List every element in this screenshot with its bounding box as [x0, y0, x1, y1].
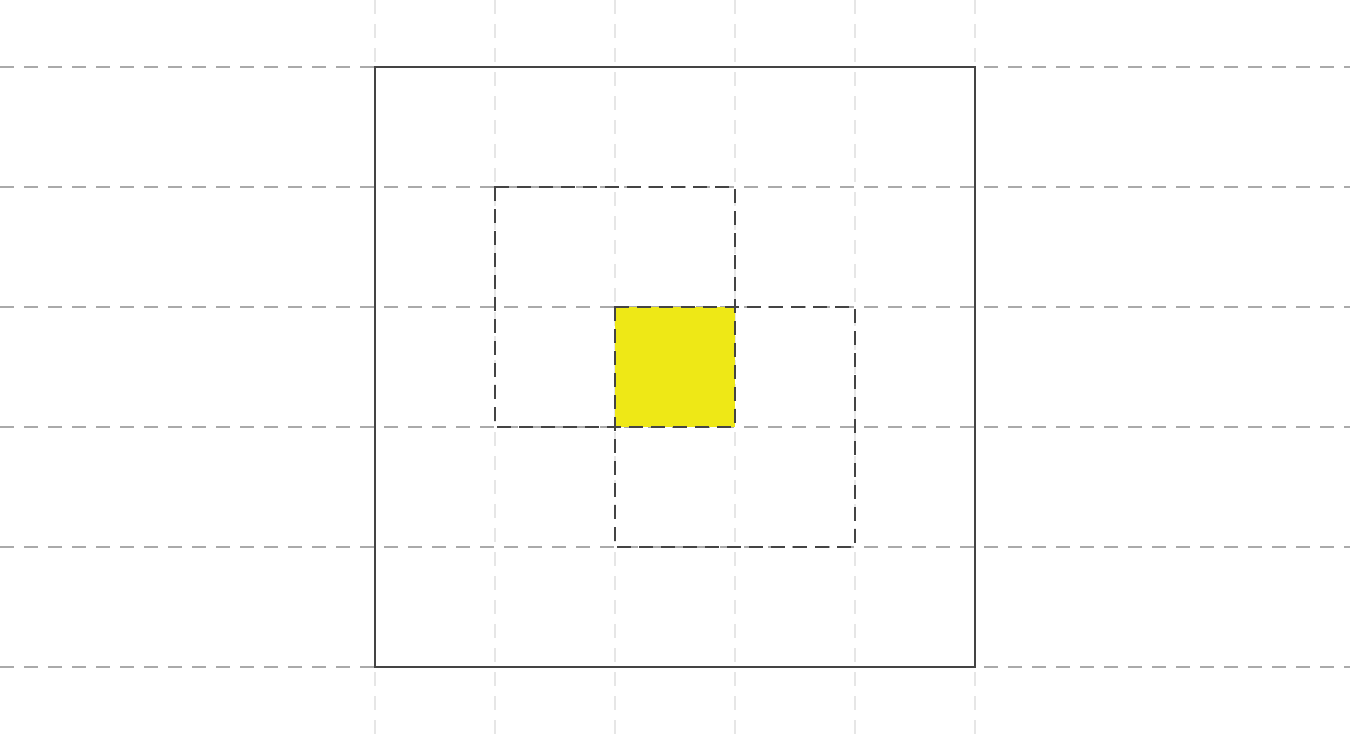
overlap-highlight-cell: [615, 307, 735, 427]
outer-square-border: [374, 66, 976, 668]
dashed-boxes-group: [494, 186, 856, 548]
lower-right-box: [614, 306, 856, 548]
